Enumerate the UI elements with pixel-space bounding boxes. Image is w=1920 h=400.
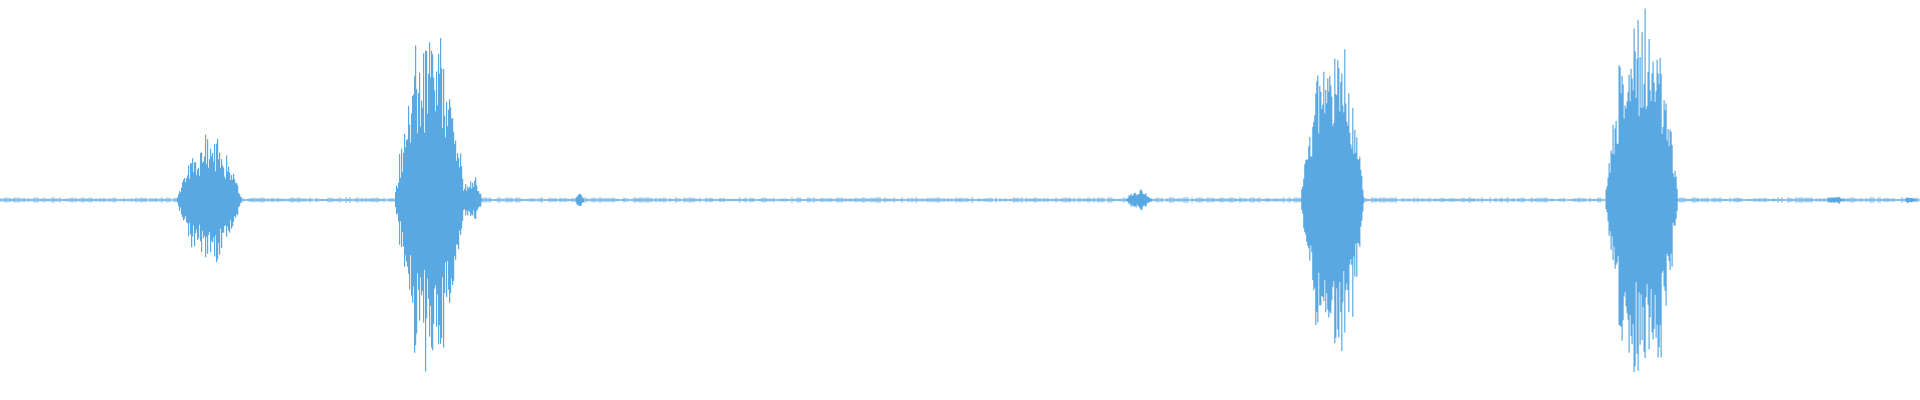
- waveform-burst-3: [463, 177, 483, 219]
- waveform-bursts: [0, 8, 1919, 373]
- waveform-burst-5: [1125, 189, 1152, 211]
- waveform-burst-4: [576, 193, 584, 207]
- waveform-burst-2: [395, 38, 467, 372]
- waveform-burst-9: [1905, 197, 1917, 204]
- waveform-burst-8: [1826, 196, 1846, 204]
- waveform-burst-6: [1301, 49, 1365, 351]
- waveform-burst-7: [1605, 8, 1678, 373]
- waveform-burst-1: [177, 134, 243, 262]
